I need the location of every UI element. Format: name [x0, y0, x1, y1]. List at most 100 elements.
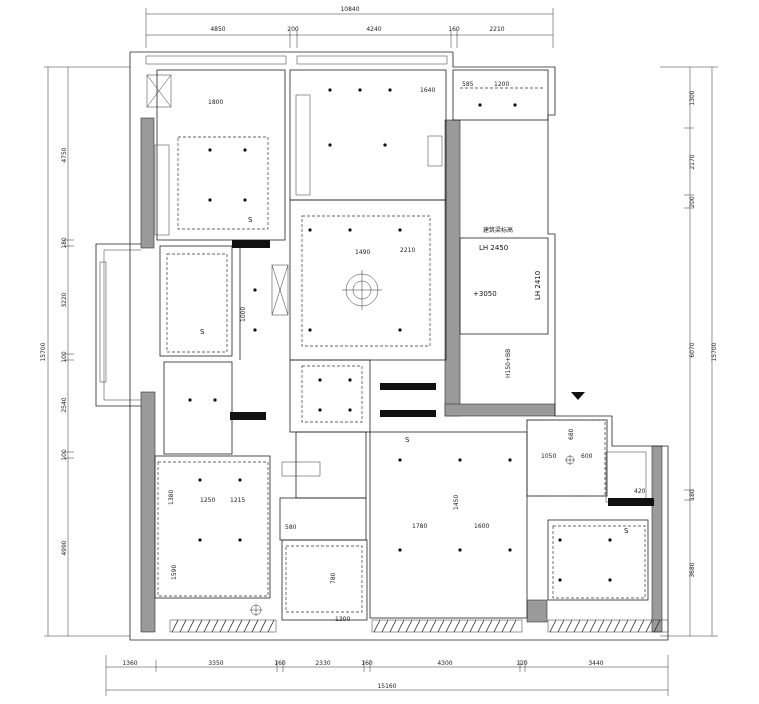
right-dim-3: 200: [689, 196, 696, 208]
downlight-icon: [208, 198, 212, 202]
interior-dims: 1800 1640 1250 1215 1590 2210 1490 1000 …: [168, 81, 646, 623]
level-mark: +3050: [473, 290, 497, 298]
hatch-line: [219, 619, 227, 633]
downlight-icon: [238, 478, 242, 482]
downlight-icon: [478, 103, 482, 107]
bottom-overall-dim: 15160: [377, 683, 396, 690]
downlight-icon: [238, 538, 242, 542]
downlight-icon: [513, 103, 517, 107]
top-dimension-chain: 10840 4850 200 4240 160 2210: [145, 6, 554, 48]
hatch-line: [493, 619, 501, 633]
downlight-icon: [398, 458, 402, 462]
downlight-icon: [558, 538, 562, 542]
hatch-line: [437, 619, 445, 633]
hatch-line: [235, 619, 243, 633]
downlight-icon: [608, 538, 612, 542]
bottom-dim-3: 160: [274, 660, 286, 667]
interior-dim: 1380: [168, 490, 175, 505]
interior-dim: 1490: [355, 249, 370, 256]
bottom-windows: [169, 619, 669, 633]
downlight-icon: [348, 378, 352, 382]
hatch-line: [605, 619, 613, 633]
right-dim-4: 6070: [689, 342, 696, 357]
hatch-line: [565, 619, 573, 633]
left-dimension-chain: 15700 4750 180 3220 100 2540 100 4990: [40, 66, 130, 637]
interior-dim: 1200: [494, 81, 509, 88]
hatch-line: [243, 619, 251, 633]
section-mark-2: S: [200, 328, 205, 336]
top-dim-4: 160: [448, 26, 460, 33]
hatch-line: [573, 619, 581, 633]
interior-dim: 2210: [400, 247, 415, 254]
downlight-icon: [348, 408, 352, 412]
interior-dim: 1600: [474, 523, 489, 530]
window-hatching: [171, 619, 661, 633]
hatch-line: [469, 619, 477, 633]
hatch-line: [195, 619, 203, 633]
left-dim-3: 3220: [61, 292, 68, 307]
ceiling-height-b: LH 2410: [534, 271, 542, 300]
hatch-line: [549, 619, 557, 633]
bottom-dim-5: 160: [361, 660, 373, 667]
hatch-line: [509, 619, 517, 633]
exterior-walls: [129, 51, 669, 641]
ceiling-height-a: LH 2450: [479, 244, 508, 252]
downlight-icon: [253, 288, 257, 292]
downlight-icon: [508, 458, 512, 462]
left-dim-6: 100: [61, 449, 68, 461]
downlight-icon: [458, 458, 462, 462]
interior-dim: 585: [462, 81, 474, 88]
hatch-line: [477, 619, 485, 633]
bottom-dimension-chain: 1360 3350 160 2330 160 4300 120 3440 151…: [105, 655, 669, 696]
downlight-icon: [383, 143, 387, 147]
left-dim-7: 4990: [61, 540, 68, 555]
hatch-line: [381, 619, 389, 633]
downlight-icon: [213, 398, 217, 402]
interior-dim: 1640: [420, 87, 435, 94]
right-dim-6: 3680: [689, 562, 696, 577]
interior-dim: 1000: [240, 307, 247, 322]
structural-beams: [230, 240, 654, 506]
bottom-dim-6: 4300: [437, 660, 452, 667]
bottom-dim-7: 120: [516, 660, 528, 667]
downlight-icon: [398, 228, 402, 232]
interior-dim: 600: [581, 453, 593, 460]
bottom-dim-2: 3350: [208, 660, 223, 667]
hatch-line: [589, 619, 597, 633]
downlight-icon: [398, 328, 402, 332]
chandelier-icon: [342, 270, 382, 310]
interior-dim: 420: [634, 488, 646, 495]
hatch-line: [405, 619, 413, 633]
downlight-icon: [208, 148, 212, 152]
downlight-icon: [388, 88, 392, 92]
top-dim-1: 4850: [210, 26, 225, 33]
beam-note: 建筑梁标高: [483, 226, 513, 234]
hatch-line: [421, 619, 429, 633]
hatch-line: [445, 619, 453, 633]
partition-walls: [146, 69, 649, 621]
downlight-icon: [198, 538, 202, 542]
downlight-icon: [243, 198, 247, 202]
downlights: [188, 88, 612, 582]
hatch-line: [211, 619, 219, 633]
right-dimension-chain: 15700 1300 2170 200 6070 180 3680: [660, 66, 718, 637]
hatch-line: [653, 619, 661, 633]
downlight-icon: [328, 143, 332, 147]
bottom-dim-1: 1360: [122, 660, 137, 667]
hatch-line: [485, 619, 493, 633]
hatch-line: [413, 619, 421, 633]
hatch-line: [259, 619, 267, 633]
hatch-line: [645, 619, 653, 633]
interior-dim: 1590: [171, 565, 178, 580]
section-mark-1: S: [248, 216, 253, 224]
hatch-line: [461, 619, 469, 633]
section-marker-icon: [571, 392, 585, 400]
hatch-line: [453, 619, 461, 633]
downlight-icon: [198, 478, 202, 482]
hatch-line: [557, 619, 565, 633]
downlight-icon: [458, 548, 462, 552]
hatch-line: [227, 619, 235, 633]
interior-dim: 1800: [208, 99, 223, 106]
interior-dim: 1215: [230, 497, 245, 504]
downlight-icon: [328, 88, 332, 92]
